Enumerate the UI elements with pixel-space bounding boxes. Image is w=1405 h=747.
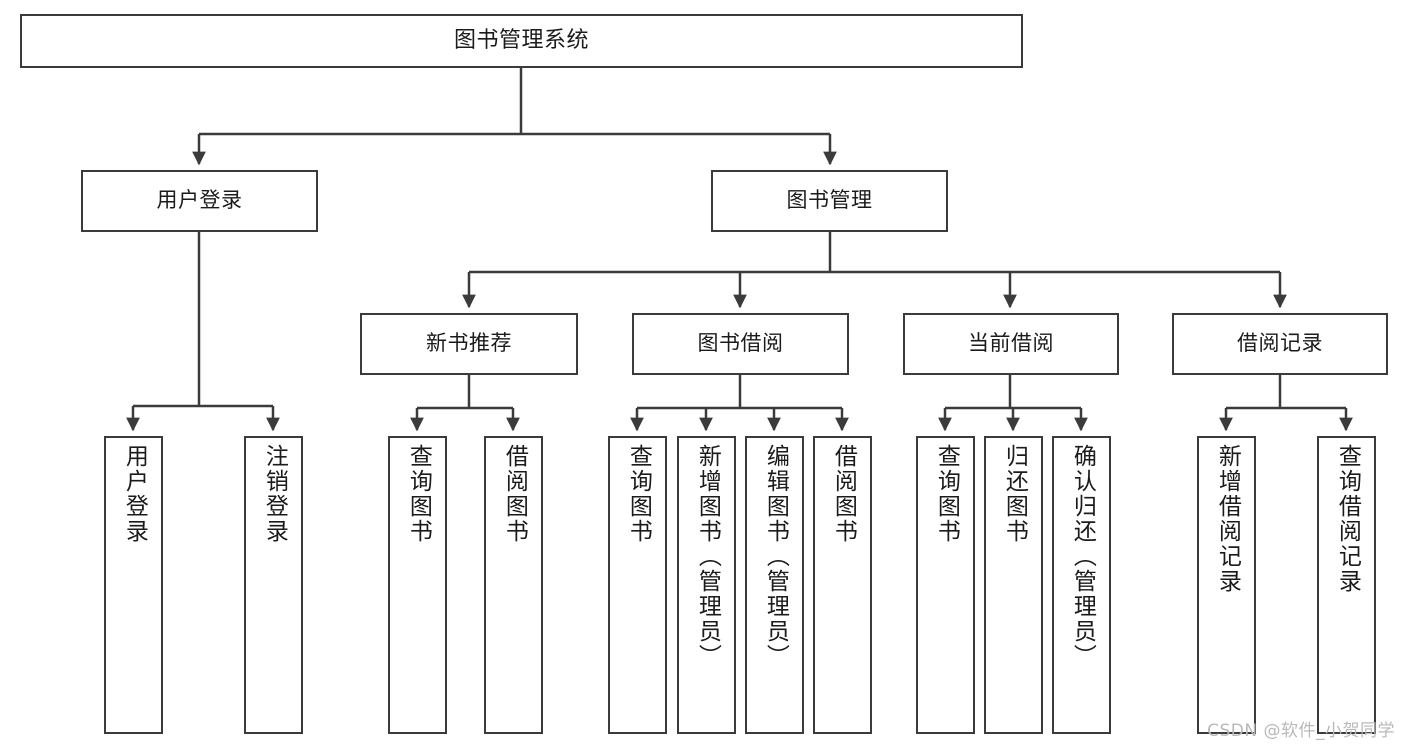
node-user-login[interactable]: 用户登录 [81, 170, 318, 232]
leaf-borrow-edit-book-admin[interactable]: 编辑图书（管理员） [745, 436, 804, 734]
node-label: 新书推荐 [426, 331, 512, 356]
node-root-system[interactable]: 图书管理系统 [20, 14, 1023, 68]
node-label: 注销登录 [261, 444, 288, 544]
node-label: 归还图书 [1001, 444, 1028, 544]
node-label: 图书借阅 [697, 331, 784, 356]
node-label: 查询借阅记录 [1334, 444, 1361, 594]
node-current-borrow[interactable]: 当前借阅 [903, 313, 1119, 375]
leaf-newbook-query-book[interactable]: 查询图书 [388, 436, 447, 734]
node-borrow-record[interactable]: 借阅记录 [1172, 313, 1388, 375]
node-new-book-recommend[interactable]: 新书推荐 [360, 313, 578, 375]
node-label: 用户登录 [156, 188, 243, 213]
leaf-current-return-book[interactable]: 归还图书 [984, 436, 1043, 734]
node-label: 查询图书 [625, 444, 652, 544]
leaf-record-add-record[interactable]: 新增借阅记录 [1197, 436, 1256, 734]
node-label: 查询图书 [405, 444, 432, 544]
leaf-borrow-query-book[interactable]: 查询图书 [608, 436, 667, 734]
node-label: 借阅图书 [830, 444, 857, 544]
leaf-user-login[interactable]: 用户登录 [104, 436, 163, 734]
watermark: CSDN @软件_小贺同学 [1207, 721, 1395, 741]
node-label: 图书管理系统 [453, 27, 589, 53]
node-label: 图书管理 [786, 188, 873, 213]
node-book-management[interactable]: 图书管理 [711, 170, 948, 232]
node-label: 新增借阅记录 [1214, 444, 1241, 594]
node-label: 借阅图书 [501, 444, 528, 544]
node-label: 确认归还（管理员） [1069, 444, 1096, 669]
node-label: 用户登录 [121, 444, 148, 544]
node-label: 当前借阅 [968, 331, 1054, 356]
leaf-user-logout[interactable]: 注销登录 [244, 436, 303, 734]
leaf-current-confirm-return-admin[interactable]: 确认归还（管理员） [1052, 436, 1111, 734]
leaf-current-query-book[interactable]: 查询图书 [916, 436, 975, 734]
leaf-borrow-borrow-book[interactable]: 借阅图书 [813, 436, 872, 734]
leaf-newbook-borrow-book[interactable]: 借阅图书 [484, 436, 543, 734]
leaf-borrow-add-book-admin[interactable]: 新增图书（管理员） [677, 436, 736, 734]
node-label: 新增图书（管理员） [694, 444, 721, 669]
node-label: 查询图书 [933, 444, 960, 544]
node-book-borrow[interactable]: 图书借阅 [632, 313, 849, 375]
leaf-record-query-record[interactable]: 查询借阅记录 [1317, 436, 1376, 734]
node-label: 借阅记录 [1237, 331, 1323, 356]
node-label: 编辑图书（管理员） [762, 444, 789, 669]
